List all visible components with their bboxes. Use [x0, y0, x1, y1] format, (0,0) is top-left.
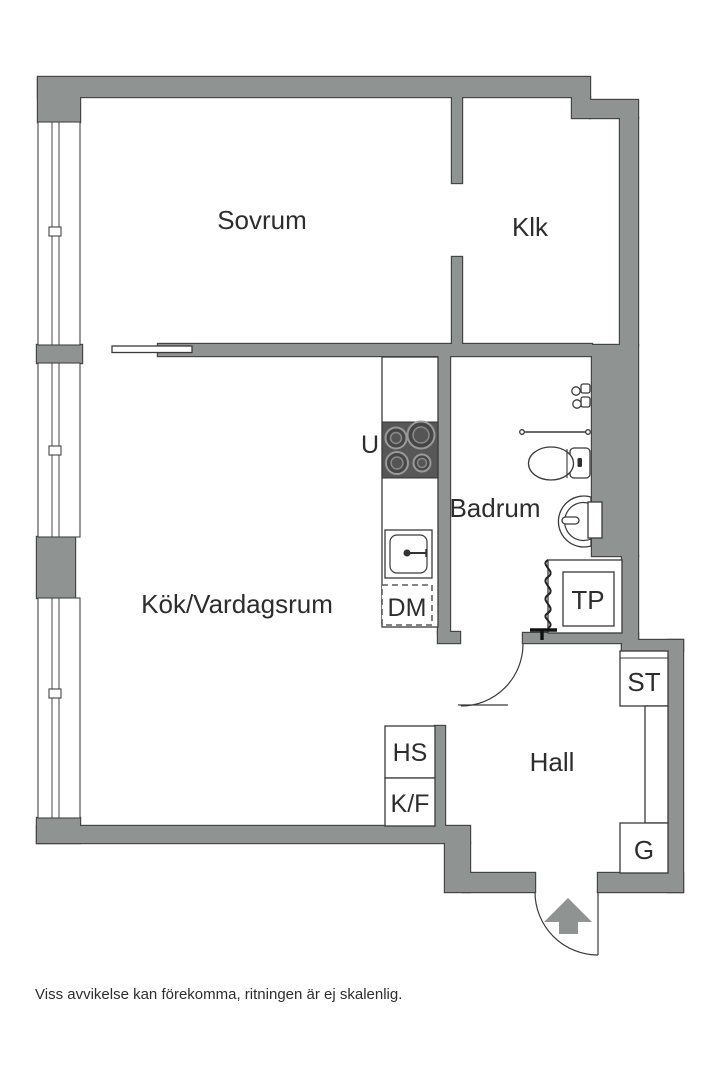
toilet-icon	[527, 446, 591, 481]
room-label-bathroom: Badrum	[449, 493, 540, 523]
disclaimer-text: Viss avvikelse kan förekomma, ritningen …	[35, 986, 402, 1003]
bathroom-cabinet-icon	[587, 501, 603, 539]
label-shelf-cabinet: HS	[393, 739, 428, 767]
window-icon	[37, 597, 81, 819]
label-oven: U	[361, 431, 379, 459]
sliding-door-icon	[111, 345, 193, 354]
dishwasher-box	[381, 584, 433, 626]
kitchen-sink-icon	[384, 529, 433, 579]
valve-icon	[530, 628, 557, 640]
wardrobe-run	[644, 705, 669, 824]
laundry-column-area	[530, 559, 623, 640]
window-icon	[37, 121, 81, 346]
entrance-arrow-icon	[544, 898, 592, 934]
walls	[35, 75, 685, 894]
room-label-closet: Klk	[512, 212, 549, 242]
wardrobe-box	[619, 822, 669, 874]
radiator-icon	[544, 559, 552, 629]
kitchen-counter	[381, 356, 439, 628]
label-fridge-freezer: K/F	[391, 790, 430, 818]
fridge-freezer-box	[384, 777, 436, 827]
bathroom-door-arc	[458, 643, 524, 707]
label-wardrobe: G	[634, 835, 654, 865]
room-label-hall: Hall	[530, 747, 575, 777]
washbasin-icon	[557, 495, 603, 548]
stove-icon	[381, 420, 439, 479]
towel-rail-icon	[519, 429, 591, 435]
label-dishwasher: DM	[388, 594, 427, 622]
room-label-kitchen-living: Kök/Vardagsrum	[141, 589, 333, 619]
entrance-door-arc	[534, 891, 599, 956]
room-label-bedroom: Sovrum	[217, 205, 307, 235]
label-cleaning-cabinet: ST	[627, 667, 660, 697]
cleaning-cabinet-box	[619, 650, 669, 707]
shower-mixer-icon	[571, 383, 591, 409]
shelf-cabinet-box	[384, 725, 436, 779]
window-icon	[37, 362, 81, 538]
label-laundry-column: TP	[571, 585, 604, 615]
